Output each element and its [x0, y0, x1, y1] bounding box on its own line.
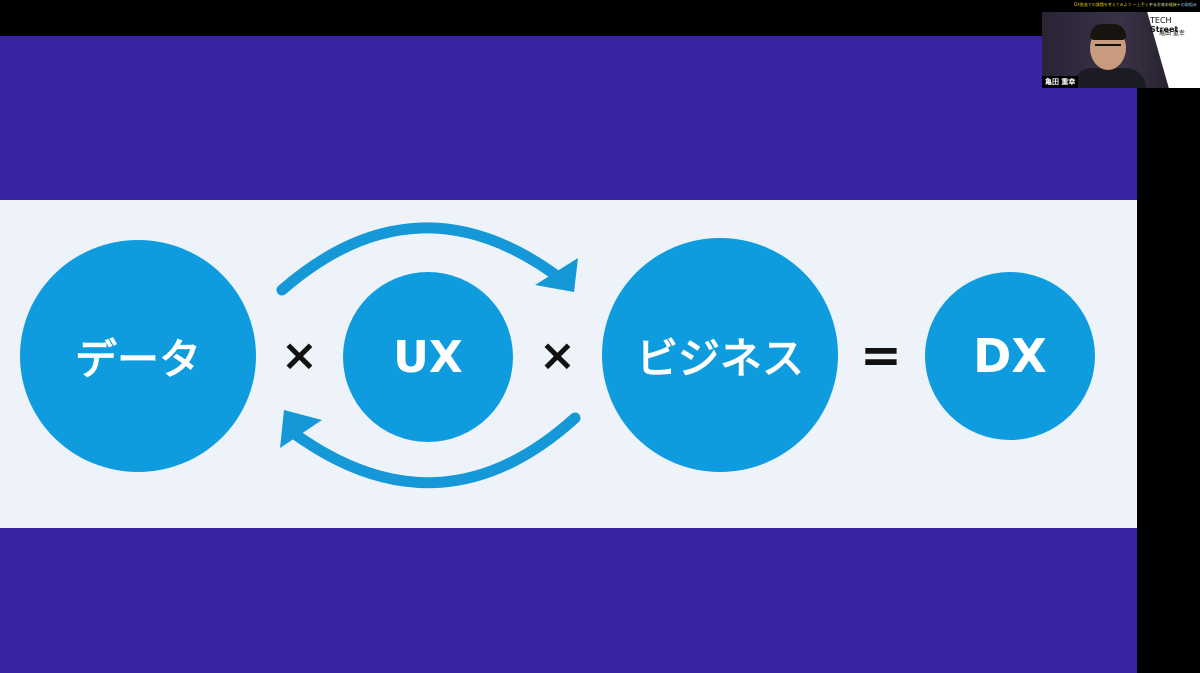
speaker-name-tag: 亀田 重幸	[1042, 76, 1079, 88]
arrow-backward	[286, 412, 581, 489]
multiply-operator-2: ×	[539, 330, 576, 381]
brand-logo: TECH Street	[1150, 16, 1179, 34]
glasses-icon	[1095, 44, 1121, 52]
equals-operator: =	[860, 326, 902, 384]
multiply-operator: ×	[281, 330, 318, 381]
circle-dx-label: DX	[973, 329, 1047, 383]
topbar-caption: DX推進での課題を考えてみよう ～上手くやるための秘訣～	[1074, 2, 1181, 7]
circle-data-label: データ	[74, 334, 201, 384]
circle-ux: UX	[343, 272, 513, 442]
circle-business-label: ビジネス	[635, 333, 804, 383]
arrow-forward	[276, 222, 571, 296]
cycle-arrows	[276, 222, 581, 489]
circle-business: ビジネス	[602, 238, 838, 472]
brand-speaker-name: 亀田 重幸	[1159, 30, 1185, 37]
circle-data: データ	[20, 240, 256, 472]
speaker-hair	[1090, 24, 1126, 40]
circle-ux-label: UX	[393, 331, 463, 383]
arrow-backward-head-icon	[280, 410, 322, 448]
arrow-forward-head-icon	[535, 258, 578, 292]
speaker-webcam[interactable]: TECH Street 亀田 重幸 亀田 重幸	[1042, 12, 1200, 88]
window-top-bar	[0, 0, 1200, 36]
topbar-caption-2: テックストリートの取組み	[1149, 2, 1197, 7]
speaker-body	[1072, 68, 1146, 88]
circle-dx: DX	[925, 272, 1095, 440]
